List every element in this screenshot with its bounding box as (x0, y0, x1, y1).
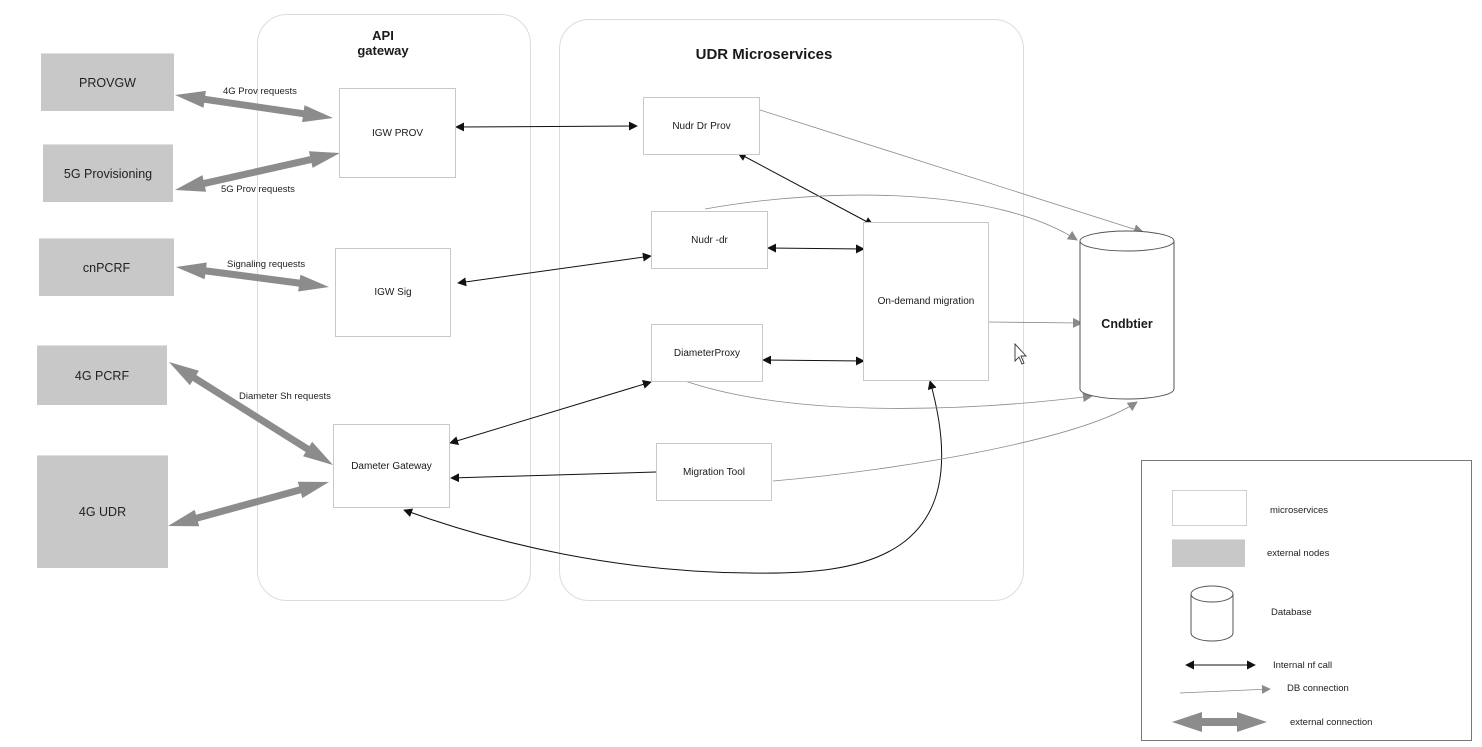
nudr-dr-box: Nudr -dr (651, 211, 768, 269)
db-edge-nudrdrprov (759, 109, 1144, 235)
label-diameter-sh-requests: Diameter Sh requests (239, 391, 331, 402)
on-demand-migration-box: On-demand migration (863, 222, 989, 381)
igw-sig-box: IGW Sig (335, 248, 451, 337)
ext-edge-5gprov-igwprov (175, 151, 340, 192)
legend-icons (1172, 585, 1271, 732)
edge-diamgw-diamproxy (449, 380, 652, 445)
legend-external-connection-icon (1172, 712, 1267, 732)
legend-database-icon (1190, 585, 1234, 642)
edge-migtool-diamgw (450, 471, 657, 483)
cndbtier-label: Cndbtier (1101, 317, 1153, 331)
legend-internal-call-label: Internal nf call (1273, 660, 1333, 671)
edge-diamproxy-ondemand (762, 355, 865, 366)
diameter-gateway-box: Dameter Gateway (333, 424, 450, 508)
udr-microservices-title: UDR Microservices (695, 46, 833, 63)
legend-db-connection-icon (1179, 684, 1271, 694)
db-edge-nudrdr (704, 194, 1078, 241)
migration-tool-box: Migration Tool (656, 443, 772, 501)
legend-microservices-swatch (1172, 490, 1247, 526)
legend-external-connection-label: external connection (1290, 717, 1373, 728)
5g-provisioning-node: 5G Provisioning (43, 144, 173, 202)
legend-database-label: Database (1271, 607, 1312, 618)
edge-ondemand-diamgw (403, 380, 943, 574)
api-gateway-title: API gateway (357, 28, 409, 58)
legend-panel: microservices external nodes Database In… (1141, 460, 1472, 741)
edge-nudrdr-ondemand (767, 243, 865, 254)
edge-igwsig-nudrdr (457, 252, 652, 287)
legend-thick-arrow (1172, 712, 1267, 732)
edge-nudrdrprov-ondemand (737, 152, 874, 226)
label-signaling-requests: Signaling requests (227, 259, 306, 270)
legend-microservices-label: microservices (1270, 505, 1329, 516)
legend-external-swatch (1172, 539, 1245, 567)
diameter-proxy-box: DiameterProxy (651, 324, 763, 382)
external-connections (168, 90, 340, 527)
cndbtier-database-icon (1079, 230, 1175, 400)
ext-edge-4gudr-diamgw (168, 481, 329, 527)
legend-external-label: external nodes (1267, 548, 1330, 559)
nudr-dr-prov-box: Nudr Dr Prov (643, 97, 760, 155)
db-edge-migtool (772, 401, 1138, 482)
legend-db-connection-label: DB connection (1287, 683, 1349, 694)
mouse-cursor-icon (1014, 342, 1028, 365)
db-edge-diamproxy (684, 380, 1093, 409)
db-edge-ondemand (988, 317, 1083, 328)
provgw-node: PROVGW (41, 53, 174, 111)
cnpcrf-node: cnPCRF (39, 238, 174, 296)
igw-prov-box: IGW PROV (339, 88, 456, 178)
edge-igwprov-nudrdrprov (455, 121, 638, 132)
4g-udr-node: 4G UDR (37, 455, 168, 568)
ext-edge-provgw-igwprov (175, 90, 333, 123)
label-4g-prov-requests: 4G Prov requests (223, 86, 297, 97)
ext-edge-4gpcrf-diamgw (169, 362, 333, 465)
label-5g-prov-requests: 5G Prov requests (221, 184, 295, 195)
ext-edge-cnpcrf-igwsig (176, 262, 329, 292)
4g-pcrf-node: 4G PCRF (37, 345, 167, 405)
